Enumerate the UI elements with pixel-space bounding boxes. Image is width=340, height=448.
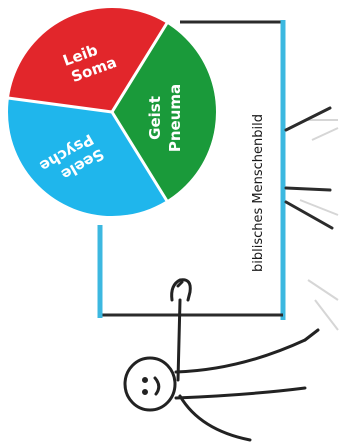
label-geist: Geist Pneuma [146,84,184,152]
pie-segment-seele [7,98,167,217]
background-sketch [299,119,339,331]
board-caption: biblisches Menschenbild [251,114,266,272]
board-frame [97,20,286,320]
person-model-pie [6,6,218,218]
stick-figure-icon [123,278,320,442]
geist-line1: Geist [146,96,164,140]
easel-legs [284,106,334,230]
pie-segment-geist [112,23,217,201]
geist-line2: Pneuma [166,84,184,152]
